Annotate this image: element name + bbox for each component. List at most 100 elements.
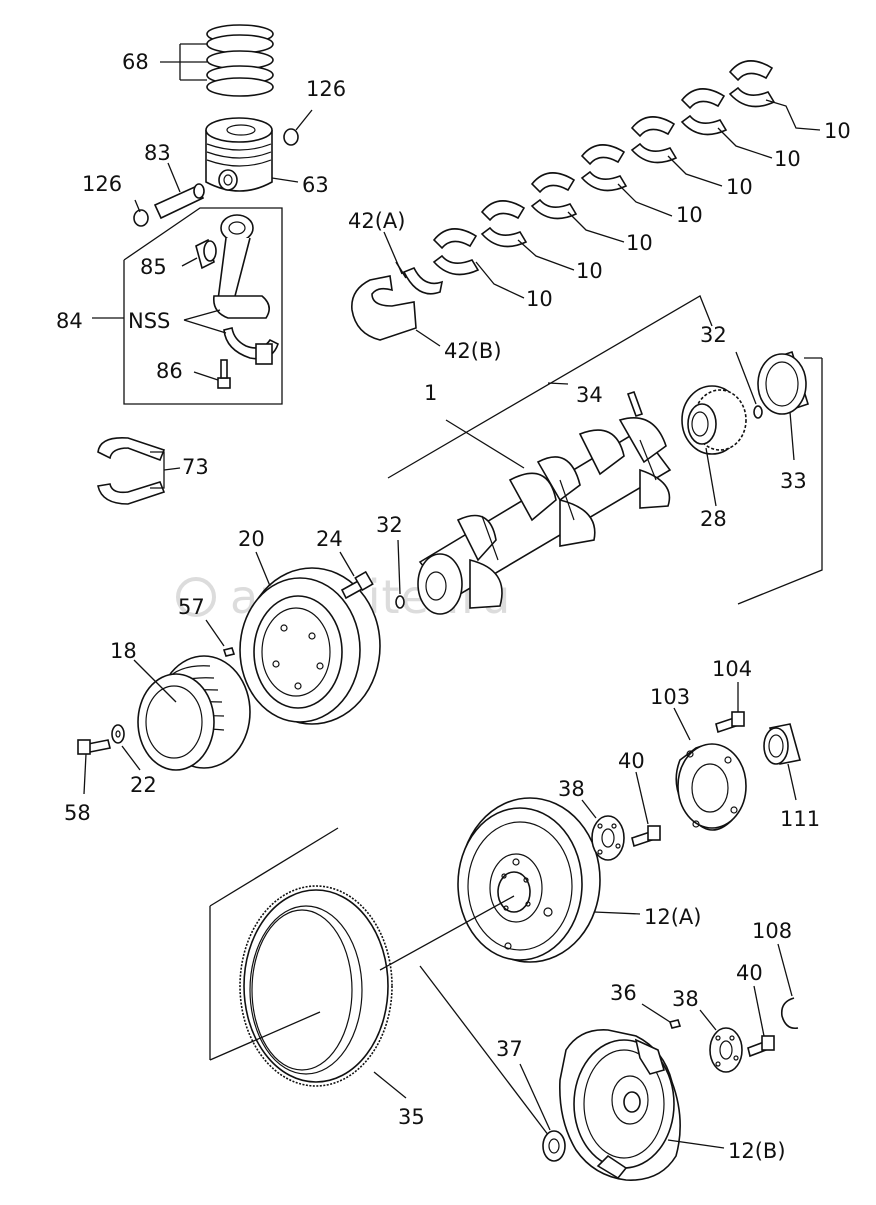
callout-18: 18 [110, 639, 137, 663]
leader-1 [445, 419, 525, 469]
conrod-bolt-part[interactable] [217, 359, 231, 389]
leader-38-lower [699, 1009, 717, 1031]
callout-126-lower: 126 [82, 172, 122, 196]
oil-seal-sleeve-part[interactable] [757, 350, 809, 415]
callout-73: 73 [182, 455, 209, 479]
thrust-washer-part-a[interactable] [395, 261, 444, 295]
ring-gear-leader-inner [209, 1011, 321, 1061]
ring-gear-group-line-top [209, 827, 339, 907]
leader-57 [205, 619, 225, 647]
callout-104: 104 [712, 657, 752, 681]
leader-38-upper [581, 799, 597, 819]
leader-103 [673, 707, 691, 741]
washer-part-22[interactable] [111, 724, 125, 744]
callout-40-lower: 40 [736, 961, 763, 985]
callout-35: 35 [398, 1105, 425, 1129]
callout-12a: 12(A) [644, 905, 701, 929]
callout-34: 34 [576, 383, 603, 407]
main-bearing-shells[interactable] [432, 60, 776, 276]
callout-10-7: 10 [824, 119, 851, 143]
leader-36 [641, 1003, 671, 1023]
callout-24: 24 [316, 527, 343, 551]
callout-33: 33 [780, 469, 807, 493]
flywheel-bolt-part-upper[interactable] [631, 825, 661, 848]
callout-111: 111 [780, 807, 820, 831]
callout-63: 63 [302, 173, 329, 197]
leader-nss [183, 309, 227, 334]
conrod-bearing-part[interactable] [97, 436, 166, 505]
callout-58: 58 [64, 801, 91, 825]
oil-seal-part[interactable] [763, 723, 802, 765]
flywheel-bolt-part-lower[interactable] [747, 1035, 775, 1058]
snap-ring-part-upper[interactable] [283, 128, 299, 146]
dowel-pin-part-lower[interactable] [395, 595, 405, 609]
pin-part-57[interactable] [222, 647, 236, 657]
crank-gear-part[interactable] [681, 385, 747, 455]
callout-10-4: 10 [676, 203, 703, 227]
crankshaft-part[interactable] [417, 417, 672, 615]
callout-126-upper: 126 [306, 77, 346, 101]
pilot-bearing-part[interactable] [542, 1130, 566, 1162]
callout-84: 84 [56, 309, 83, 333]
leader-73 [150, 451, 181, 489]
callout-103: 103 [650, 685, 690, 709]
callout-32-upper: 32 [700, 323, 727, 347]
leader-63 [271, 177, 299, 183]
callout-57: 57 [178, 595, 205, 619]
leader-126-upper [295, 109, 313, 131]
leader-111 [787, 763, 797, 801]
leader-12a [593, 911, 641, 915]
leader-22 [121, 745, 141, 771]
leader-42b [415, 329, 441, 347]
thrust-washer-part-b[interactable] [351, 275, 417, 341]
dowel-pin-part-upper[interactable] [753, 405, 763, 419]
pin-part-34[interactable] [626, 390, 644, 418]
flywheel-plate-part-lower[interactable] [709, 1027, 743, 1073]
leader-108 [777, 943, 793, 997]
callout-10-5: 10 [726, 175, 753, 199]
pulley-bolt-part[interactable] [340, 570, 374, 600]
flywheel-part-a[interactable] [457, 797, 601, 963]
ring-gear-to-flywheel-line [379, 895, 515, 971]
leader-58 [83, 753, 87, 795]
flywheel-b-group-line [419, 965, 553, 1141]
flywheel-plate-part-upper[interactable] [591, 815, 625, 861]
leader-12b [667, 1139, 725, 1149]
leader-34-line [547, 382, 569, 385]
callout-10-3: 10 [626, 231, 653, 255]
retainer-bolt-part[interactable] [715, 711, 745, 734]
leader-40-lower [753, 985, 765, 1037]
leader-83 [167, 162, 181, 193]
crankshaft-group-line [387, 295, 713, 479]
piston-part[interactable] [205, 117, 273, 192]
seal-retainer-part[interactable] [675, 743, 747, 831]
bushing-part[interactable] [195, 238, 217, 270]
callout-labels: 68 126 83 126 63 85 84 NSS 86 42(A) 42(B… [56, 50, 851, 1163]
piston-rings-part[interactable] [206, 24, 274, 97]
callout-86: 86 [156, 359, 183, 383]
snap-ring-part-108[interactable] [780, 997, 799, 1030]
piston-pin-part[interactable] [153, 183, 205, 220]
leader-32-upper [735, 351, 757, 405]
leader-28 [705, 447, 717, 507]
crank-pulley-part[interactable] [239, 567, 381, 725]
pin-part-36[interactable] [668, 1019, 682, 1029]
leader-18 [133, 659, 177, 703]
callout-83: 83 [144, 141, 171, 165]
flywheel-part-b[interactable] [559, 1029, 681, 1181]
damper-pulley-part[interactable] [137, 655, 251, 771]
leader-68 [160, 43, 207, 81]
callout-68: 68 [122, 50, 149, 74]
callout-28: 28 [700, 507, 727, 531]
callout-32-lower: 32 [376, 513, 403, 537]
snap-ring-part-lower[interactable] [133, 209, 149, 227]
callout-42a: 42(A) [348, 209, 405, 233]
callout-22: 22 [130, 773, 157, 797]
callout-10-6: 10 [774, 147, 801, 171]
crankshaft-bracket-right [737, 358, 823, 605]
callout-12b: 12(B) [728, 1139, 786, 1163]
connecting-rod-part[interactable] [212, 214, 279, 365]
ring-gear-part[interactable] [239, 885, 393, 1087]
damper-bolt-part[interactable] [77, 739, 111, 755]
